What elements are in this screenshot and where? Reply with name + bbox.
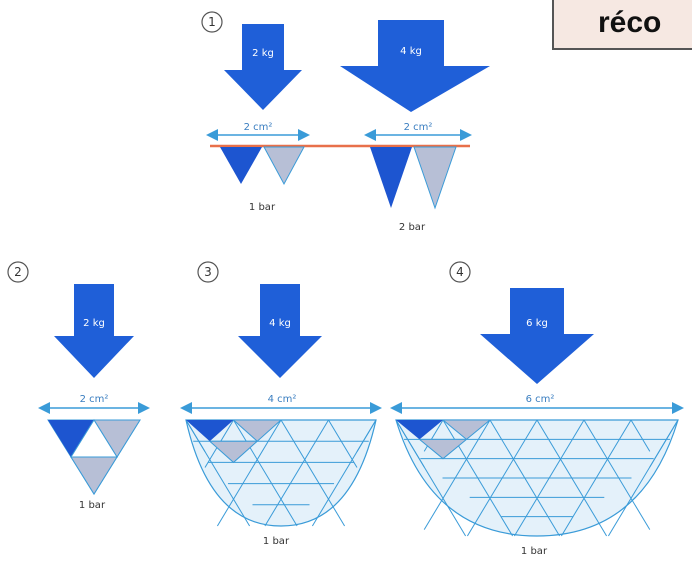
weight-label-4kg: 4 kg bbox=[400, 46, 422, 57]
pressure-triangle-white-p2 bbox=[70, 419, 118, 458]
area-label-1a: 2 cm² bbox=[244, 122, 273, 133]
grid-p4-diagonal bbox=[560, 419, 632, 537]
weight-label-p2: 2 kg bbox=[83, 318, 105, 329]
pressure-grid-p4 bbox=[395, 419, 679, 537]
weight-arrow-2kg bbox=[224, 24, 302, 110]
grid-p4-diagonal bbox=[607, 419, 679, 537]
grid-p4-grey-triangle-2 bbox=[418, 438, 468, 460]
grid-p3-grey-triangle bbox=[232, 419, 283, 442]
grid-p3-diagonal bbox=[280, 419, 346, 527]
pressure-triangle-grey-1b bbox=[413, 146, 457, 210]
panel-4: 4 6 kg 6 cm² 1 bar bbox=[390, 261, 684, 557]
grid-p4-grey-triangle bbox=[441, 419, 492, 440]
pressure-triangle-dark-1b bbox=[370, 147, 412, 208]
panel-4-number: 4 bbox=[456, 265, 464, 279]
weight-arrow-2kg-p2 bbox=[54, 284, 134, 378]
title-box: réco bbox=[552, 0, 692, 50]
grid-p3-grey-triangle-2 bbox=[208, 440, 259, 464]
area-label-p2: 2 cm² bbox=[80, 394, 109, 405]
grid-p4-diagonal bbox=[395, 419, 425, 468]
panel-1: 1 2 kg 4 kg 2 cm² 2 cm² 1 bar 2 bar bbox=[201, 11, 490, 233]
pressure-label-p3: 1 bar bbox=[263, 536, 290, 547]
grid-p3-diagonal bbox=[185, 419, 206, 452]
grid-p4-diagonal bbox=[536, 419, 608, 537]
title-text: réco bbox=[598, 6, 662, 39]
pressure-label-p4: 1 bar bbox=[521, 546, 548, 557]
grid-p4-diagonal bbox=[630, 419, 651, 452]
panel-3-number: 3 bbox=[204, 265, 212, 279]
grid-p3-diagonal bbox=[311, 419, 377, 527]
area-label-1b: 2 cm² bbox=[404, 122, 433, 133]
panel-3: 3 4 kg 4 cm² 1 bar bbox=[180, 261, 382, 547]
grid-p3-diagonal bbox=[216, 419, 282, 527]
weight-arrow-4kg-p3 bbox=[238, 284, 322, 378]
pressure-triangle-grey-p2b bbox=[70, 456, 118, 495]
pressure-label-1b: 2 bar bbox=[399, 222, 426, 233]
pressure-triangle-dark-1a bbox=[220, 147, 262, 184]
grid-p4-diagonal bbox=[513, 419, 585, 537]
weight-arrow-4kg bbox=[340, 20, 490, 112]
pressure-triangle-dark-p2 bbox=[48, 420, 94, 457]
pressure-grid-p3 bbox=[185, 419, 377, 527]
pressure-triangle-grey-1a bbox=[263, 146, 305, 186]
grid-p4-dark-triangle bbox=[396, 420, 443, 440]
grid-p4-diagonal bbox=[423, 419, 491, 530]
pressure-label-p2: 1 bar bbox=[79, 500, 106, 511]
grid-p4-diagonal bbox=[583, 419, 651, 530]
panel-2-number: 2 bbox=[14, 265, 22, 279]
grid-p3-dark-triangle bbox=[186, 420, 234, 442]
area-label-p4: 6 cm² bbox=[526, 394, 555, 405]
grid-p3-diagonal bbox=[233, 419, 298, 527]
grid-p4-diagonal bbox=[466, 419, 538, 537]
grid-p4-diagonal bbox=[489, 419, 561, 537]
area-label-p3: 4 cm² bbox=[268, 394, 297, 405]
panel-1-number-circle bbox=[201, 11, 223, 33]
panel-4-number-circle bbox=[449, 261, 471, 283]
panel-1-number: 1 bbox=[208, 15, 216, 29]
weight-label-p4: 6 kg bbox=[526, 318, 548, 329]
pressure-label-1a: 1 bar bbox=[249, 202, 276, 213]
weight-label-p3: 4 kg bbox=[269, 318, 291, 329]
panel-3-number-circle bbox=[197, 261, 219, 283]
weight-arrow-6kg-p4 bbox=[480, 288, 594, 384]
weight-label-2kg: 2 kg bbox=[252, 48, 274, 59]
panel-2: 2 2 kg 2 cm² 1 bar bbox=[7, 261, 150, 511]
grid-p3-diagonal bbox=[264, 419, 329, 527]
panel-2-number-circle bbox=[7, 261, 29, 283]
